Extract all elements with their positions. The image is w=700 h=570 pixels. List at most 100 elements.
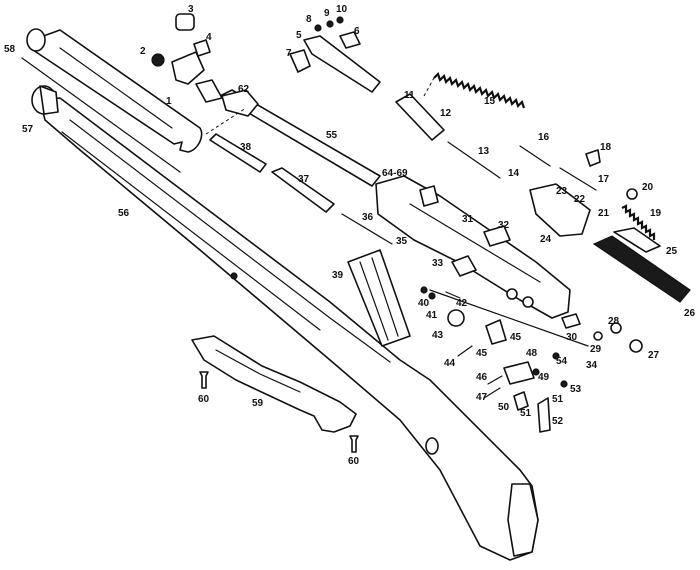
callout-14: 14 [508,168,520,179]
part-bolt-cover [303,35,381,93]
callout-64-69: 64-69 [382,168,408,179]
part-bolt-carrier-26 [592,235,691,303]
part-link-33 [451,255,477,277]
part-sling-slot [425,437,439,455]
part-cap-29 [593,331,603,341]
callout-33: 33 [432,258,444,269]
part-dust-cover [529,183,591,237]
part-recoil-spring [433,71,526,109]
part-pin-47 [483,387,501,399]
callout-9: 9 [324,8,330,19]
callout-19: 19 [650,208,662,219]
part-pin-46 [487,375,503,385]
part-pin-41 [428,292,436,300]
callout-52: 52 [552,416,564,427]
callout-47: 47 [476,392,488,403]
part-guide-rod [519,145,551,167]
part-trigger-guard [191,335,357,433]
part-firing-pin [447,141,501,179]
callout-10: 10 [336,4,348,15]
callout-53: 53 [570,384,582,395]
callout-50: 50 [498,402,510,413]
part-cap-20 [626,188,638,200]
callout-41: 41 [426,310,438,321]
callout-60b: 60 [348,456,360,467]
callout-13: 13 [478,146,490,157]
part-pin-44 [457,345,473,357]
part-nose-cap-band [39,85,59,115]
part-spring-19 [621,204,656,240]
part-screw-left [199,371,209,389]
part-spring-50 [513,391,529,411]
part-gas-block [221,89,259,117]
callout-57: 57 [22,124,34,135]
part-cover-clip [339,31,361,49]
callout-62: 62 [238,84,250,95]
part-pin-30 [561,313,581,329]
callout-51a: 51 [552,394,564,405]
callout-58: 58 [4,44,16,55]
callout-27: 27 [648,350,660,361]
callout-46: 46 [476,372,488,383]
part-cocking-handle [289,49,311,73]
part-extractor-18 [585,149,601,167]
callout-54: 54 [556,356,568,367]
callout-43: 43 [432,330,444,341]
part-magazine-rib-1 [359,261,389,341]
part-ring-27 [629,339,643,353]
part-handguard-ridge [59,47,173,129]
callout-31: 31 [462,214,474,225]
part-gas-nut [151,53,165,67]
part-sear-48 [503,361,535,385]
callout-23: 23 [556,186,568,197]
part-butt-plate [507,483,539,557]
part-bolt [395,93,445,141]
part-hammer-43 [447,309,465,327]
part-plate-32 [483,225,511,247]
leader-bolt [423,77,435,97]
callout-34: 34 [586,360,598,371]
part-rod-34 [429,289,589,347]
callout-15: 15 [484,96,496,107]
part-pin-53 [560,380,568,388]
callout-16: 16 [538,132,550,143]
callout-29: 29 [590,344,602,355]
part-pin-42 [445,291,461,299]
callout-4: 4 [206,32,212,43]
callout-8: 8 [306,14,312,25]
callout-24: 24 [540,234,552,245]
callout-11: 11 [404,90,415,101]
callout-25: 25 [666,246,678,257]
callout-5: 5 [296,30,302,41]
callout-40: 40 [418,298,430,309]
part-piston [209,133,267,173]
part-magazine [347,249,411,347]
part-receiver-port-2 [522,296,534,308]
callout-12: 12 [440,108,452,119]
part-operating-rod [271,167,335,213]
callout-44: 44 [444,358,456,369]
callout-59: 59 [252,398,264,409]
callout-38: 38 [240,142,252,153]
callout-36: 36 [362,212,374,223]
part-pin-54 [552,352,560,360]
part-pin-10 [336,16,344,24]
part-rod-17 [559,167,597,191]
callout-17: 17 [598,174,610,185]
part-receiver-port-1 [506,288,518,300]
callout-7: 7 [286,48,292,59]
part-sight-blade [193,39,211,57]
part-magazine-rib-2 [371,257,399,337]
callout-45b: 45 [510,332,522,343]
callout-6: 6 [354,26,360,37]
callout-3: 3 [188,4,194,15]
callout-55: 55 [326,130,338,141]
part-ring-28 [610,322,622,334]
callout-22: 22 [574,194,586,205]
part-stock-channel-lower [61,131,321,331]
part-front-sight [171,51,205,85]
part-trigger-45 [485,319,507,345]
part-stock-channel [69,119,391,363]
part-receiver-slot [409,203,541,283]
